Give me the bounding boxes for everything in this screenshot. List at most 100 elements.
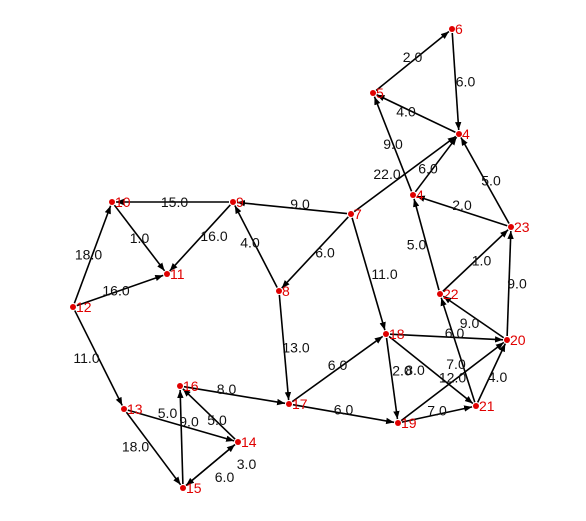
node-20-dot <box>504 337 510 343</box>
edge-weight-x-to-5: 9.0 <box>383 136 403 152</box>
edge-weight-6-to-4: 6.0 <box>456 74 476 90</box>
node-14-label: 14 <box>241 434 257 450</box>
edge-14-to-16 <box>182 388 236 440</box>
edge-7-to-9 <box>236 200 348 215</box>
edge-x-to-4 <box>414 136 458 193</box>
edge-7-to-4 <box>353 135 457 213</box>
node-x-dot <box>410 192 416 198</box>
node-11-label: 11 <box>170 266 185 282</box>
edge-weight-18-to-21: 8.0 <box>405 362 425 378</box>
edge-14-to-15 <box>185 443 236 487</box>
edge-weight-8-to-9: 4.0 <box>240 235 260 251</box>
edge-weight-20-to-23: 9.0 <box>507 276 527 292</box>
node-21-dot <box>473 403 479 409</box>
edge-weight-12-to-11: 16.0 <box>102 283 129 299</box>
node-12-label: 12 <box>76 299 92 315</box>
node-4-dot <box>456 131 462 137</box>
node-7-label: 7 <box>354 206 362 222</box>
edge-weight-12-to-10: 18.0 <box>75 247 102 263</box>
edge-weight-9-to-11: 16.0 <box>200 228 227 244</box>
edge-8-to-9 <box>234 205 278 288</box>
edge-weight-17-to-19: 6.0 <box>334 402 354 418</box>
node-6-dot <box>449 26 455 32</box>
edge-x-to-5 <box>373 96 413 192</box>
node-17-label: 17 <box>292 396 308 412</box>
edge-weight-7-to-9: 9.0 <box>290 196 310 212</box>
node-5-dot <box>370 90 376 96</box>
edge-4-to-5 <box>376 93 456 134</box>
edge-weight-13-to-14: 9.0 <box>179 414 199 430</box>
edge-weight-10-to-11: 1.0 <box>130 230 150 246</box>
node-21-label: 21 <box>479 398 495 414</box>
node-15-dot <box>180 485 186 491</box>
node-16-label: 16 <box>183 378 199 394</box>
edge-weight-7-to-18: 11.0 <box>371 266 397 282</box>
edge-18-to-20 <box>389 333 504 343</box>
node-9-label: 9 <box>236 194 244 210</box>
edge-weight-5-to-6: 2.0 <box>403 49 423 65</box>
edge-weight-18-to-19: 2.0 <box>392 363 412 379</box>
edge-8-to-17 <box>278 294 292 401</box>
edge-19-to-21 <box>401 405 473 423</box>
edge-18-to-19 <box>385 337 400 420</box>
edge-weight-4-to-5: 4.0 <box>396 104 416 120</box>
edge-weight-21-to-22: 7.0 <box>446 356 466 372</box>
node-23-dot <box>508 224 514 230</box>
edge-6-to-4 <box>451 32 462 131</box>
edge-weight-22-to-23: 1.0 <box>472 253 492 269</box>
edge-weight-23-to-4: 5.0 <box>481 173 501 189</box>
node-16-dot <box>177 383 183 389</box>
edge-weight-21-to-20: 4.0 <box>488 369 508 385</box>
node-8-label: 8 <box>282 283 290 299</box>
node-13-dot <box>121 406 127 412</box>
node-10-dot <box>109 199 115 205</box>
edge-12-to-13 <box>74 310 123 406</box>
edge-weight-14-to-15: 3.0 <box>237 456 257 472</box>
edge-weight-16-to-17: 8.0 <box>217 381 237 397</box>
edge-20-to-23 <box>506 230 514 337</box>
node-9-dot <box>230 199 236 205</box>
node-19-dot <box>395 420 401 426</box>
node-13-label: 13 <box>127 401 143 417</box>
edge-18-to-21 <box>388 335 474 405</box>
edge-9-to-11 <box>169 204 231 272</box>
edge-weight-14-to-16: 5.0 <box>207 412 227 428</box>
edge-17-to-19 <box>292 403 395 425</box>
edge-5-to-6 <box>375 30 450 92</box>
edge-7-to-18 <box>351 217 386 331</box>
node-10-label: 10 <box>115 194 131 210</box>
edge-weight-13-to-15: 18.0 <box>122 439 149 455</box>
node-12-dot <box>70 304 76 310</box>
edge-22-to-x <box>413 198 440 291</box>
node-4-label: 4 <box>462 126 470 142</box>
edges-layer <box>73 30 514 487</box>
node-7-dot <box>348 211 354 217</box>
node-11-dot <box>164 271 170 277</box>
edge-17-to-18 <box>291 335 384 403</box>
edge-weight-17-to-18: 6.0 <box>328 357 348 373</box>
edge-weight-19-to-21: 7.0 <box>427 403 447 419</box>
node-6-label: 6 <box>455 21 463 37</box>
edge-weight-23-to-x: 2.0 <box>452 197 472 213</box>
edge-weight-12-to-13: 11.0 <box>73 350 99 366</box>
node-x-label: 4 <box>416 187 424 203</box>
edge-21-to-20 <box>476 343 507 403</box>
edge-22-to-23 <box>442 229 509 292</box>
node-18-label: 18 <box>389 326 405 342</box>
edge-13-to-15 <box>125 411 182 486</box>
edge-weight-7-to-8: 6.0 <box>315 245 335 261</box>
edge-weight-20-to-22: 9.0 <box>460 315 480 331</box>
edge-12-to-10 <box>73 205 112 304</box>
node-5-label: 5 <box>376 85 384 101</box>
edge-weight-22-to-x: 5.0 <box>407 237 427 253</box>
edge-weight-15-to-14: 6.0 <box>215 469 235 485</box>
edge-weight-9-to-10: 15.0 <box>161 194 188 210</box>
edge-15-to-16 <box>177 389 184 485</box>
edge-20-to-22 <box>442 295 505 339</box>
node-8-dot <box>276 288 282 294</box>
node-15-label: 15 <box>186 480 202 496</box>
